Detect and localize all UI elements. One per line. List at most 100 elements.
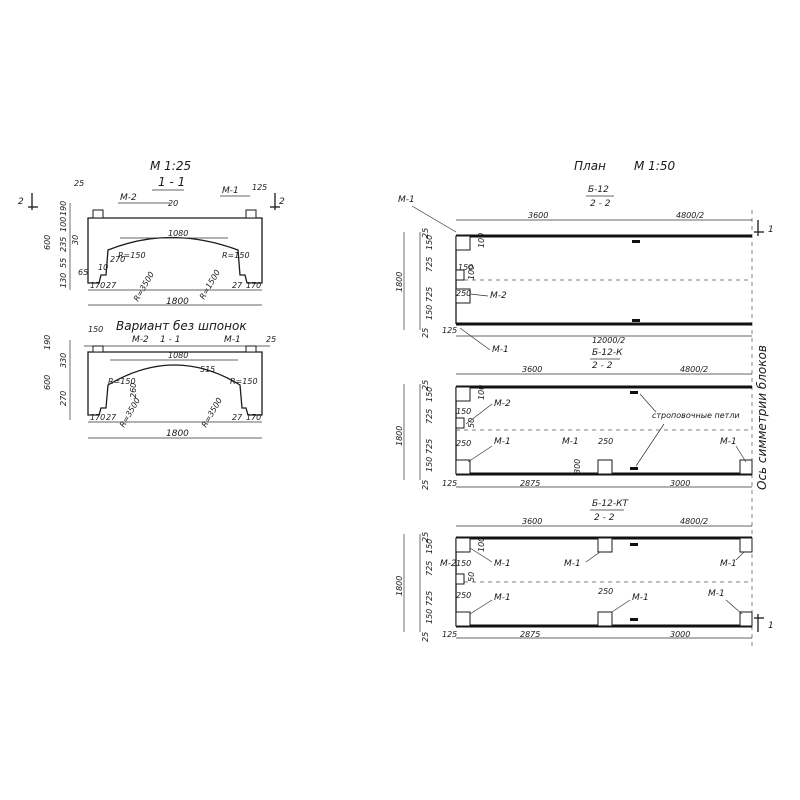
- m1-label-top: М-1: [222, 186, 239, 196]
- dimension-label: 100: [467, 265, 476, 280]
- dimension-label: R=150: [230, 377, 258, 386]
- m2-embed-bottom: [92, 345, 104, 353]
- plan3-loop-1: [630, 543, 638, 546]
- dimension-label: 1 - 1: [160, 335, 180, 345]
- dimension-label: 125: [442, 630, 457, 639]
- dimension-label: 100: [477, 385, 486, 400]
- dimension-label: 725: [425, 439, 434, 454]
- section-top-title: 1 - 1: [158, 175, 185, 189]
- plan3-embed-7: [739, 611, 753, 627]
- dimension-label: 250: [456, 591, 471, 600]
- dimension-label: 125: [442, 326, 457, 335]
- dimension-label: 3600: [528, 211, 548, 220]
- plan3-m2: М-2: [440, 559, 457, 569]
- dimension-label: 190: [43, 335, 52, 350]
- variant-title: Вариант без шпонок: [116, 319, 247, 333]
- plan3-embed-1: [455, 537, 471, 553]
- cut-left-label: 2: [18, 197, 24, 207]
- dimension-label: 170: [246, 413, 261, 422]
- dimension-label: 30: [71, 235, 80, 245]
- plan3-name: Б-12-КТ: [592, 499, 630, 509]
- dimension-label: 27: [106, 413, 117, 422]
- dimension-label: 2 - 2: [592, 361, 613, 371]
- section-1-1-variant: Вариант без шпонок 150 25 М-2 1 - 1 М-1 …: [43, 319, 276, 439]
- dimension-label: 235: [59, 237, 68, 252]
- plan3-m1b: М-1: [564, 559, 581, 569]
- m1-label-bottom: М-1: [224, 335, 241, 345]
- dimension-label: R=150: [108, 377, 136, 386]
- dimension-label: 150: [456, 559, 471, 568]
- dimension-label: 515: [200, 365, 215, 374]
- dimension-label: 25: [421, 228, 430, 238]
- dimension-label: R=1500: [198, 268, 222, 301]
- dimension-label: 4800/2: [680, 365, 708, 374]
- dimension-label: 1800: [395, 576, 404, 596]
- dimension-label: 2875: [520, 479, 540, 488]
- cut-right-label: 2: [279, 197, 285, 207]
- dimension-label: 250: [598, 587, 613, 596]
- dimension-label: 1080: [168, 229, 188, 238]
- plan3-embed-4: [455, 573, 465, 585]
- width-label-variant: 1800: [166, 429, 189, 439]
- plan1-m1-top: М-1: [398, 195, 415, 205]
- m2-embed-top: [92, 209, 104, 219]
- dimension-label: 3600: [522, 517, 542, 526]
- plan2-embed-4: [597, 459, 613, 475]
- dimension-label: 260: [129, 383, 138, 398]
- dimension-label: 20: [168, 199, 178, 208]
- plan3-m1d: М-1: [494, 593, 511, 603]
- left-scale-title: М 1:25: [150, 159, 191, 173]
- plan1-loop-1: [632, 240, 640, 243]
- m2-label-bottom: М-2: [132, 335, 149, 345]
- dimension-label: 150: [425, 387, 434, 402]
- dimension-label: 2 - 2: [594, 513, 615, 523]
- dimension-label: 4800/2: [680, 517, 708, 526]
- dimension-label: 125: [442, 479, 457, 488]
- plan2-loop-1: [630, 391, 638, 394]
- plan1-name: Б-12: [588, 185, 609, 195]
- dimension-label: 150: [456, 407, 471, 416]
- dimension-label: 1080: [168, 351, 188, 360]
- plan2-m1c: М-1: [720, 437, 737, 447]
- plan1-embed-1: [455, 235, 471, 251]
- dimension-label: 55: [59, 258, 68, 268]
- dimension-label: R=3500: [200, 396, 224, 429]
- lifting-loops-label: строповочные петли: [652, 411, 740, 420]
- dimension-label: 150: [425, 539, 434, 554]
- dimension-label: 25: [421, 480, 430, 490]
- plan2-m1b: М-1: [562, 437, 579, 447]
- dimension-label: 10: [98, 263, 108, 272]
- dimension-label: 250: [598, 437, 613, 446]
- symmetry-axis-label: Ось симметрии блоков: [755, 345, 769, 490]
- plan2-embed-2: [455, 417, 465, 429]
- plan3-m1c: М-1: [720, 559, 737, 569]
- dimension-label: 725: [425, 591, 434, 606]
- dimension-label: 65: [78, 268, 88, 277]
- dimension-label: 725: [425, 409, 434, 424]
- dimension-label: 725: [425, 287, 434, 302]
- m1-embed-top: [245, 209, 257, 219]
- dimension-label: 1: [768, 225, 774, 235]
- dimension-label: 150: [88, 325, 103, 334]
- dimension-label: 25: [266, 335, 276, 344]
- plan2-name: Б-12-К: [592, 348, 623, 358]
- plan3-embed-5: [455, 611, 471, 627]
- dimension-label: 150: [425, 609, 434, 624]
- dimension-label: R=3500: [118, 396, 142, 429]
- dimension-label: 250: [456, 439, 471, 448]
- width-label-top: 1800: [166, 297, 189, 307]
- dimension-label: 130: [59, 273, 68, 288]
- plan2-m1a: М-1: [494, 437, 511, 447]
- dimension-label: 1: [768, 621, 774, 631]
- plan-b12: Б-12 2 - 2 М-1 3600 4800/2 150 250 100 1…: [395, 185, 774, 355]
- dimension-label: R=150: [222, 251, 250, 260]
- dimension-label: 190: [59, 201, 68, 216]
- dimension-label: 600: [43, 375, 52, 390]
- dimension-label: 725: [425, 561, 434, 576]
- dimension-label: 100: [477, 233, 486, 248]
- plan-b12kt: Б-12-КТ 2 - 2 3600 4800/2 150 250 250 10…: [395, 499, 774, 642]
- dimension-label: 2 - 2: [590, 199, 611, 209]
- dimension-label: 100: [477, 537, 486, 552]
- dimension-label: 170: [90, 281, 105, 290]
- plan2-embed-5: [739, 459, 753, 475]
